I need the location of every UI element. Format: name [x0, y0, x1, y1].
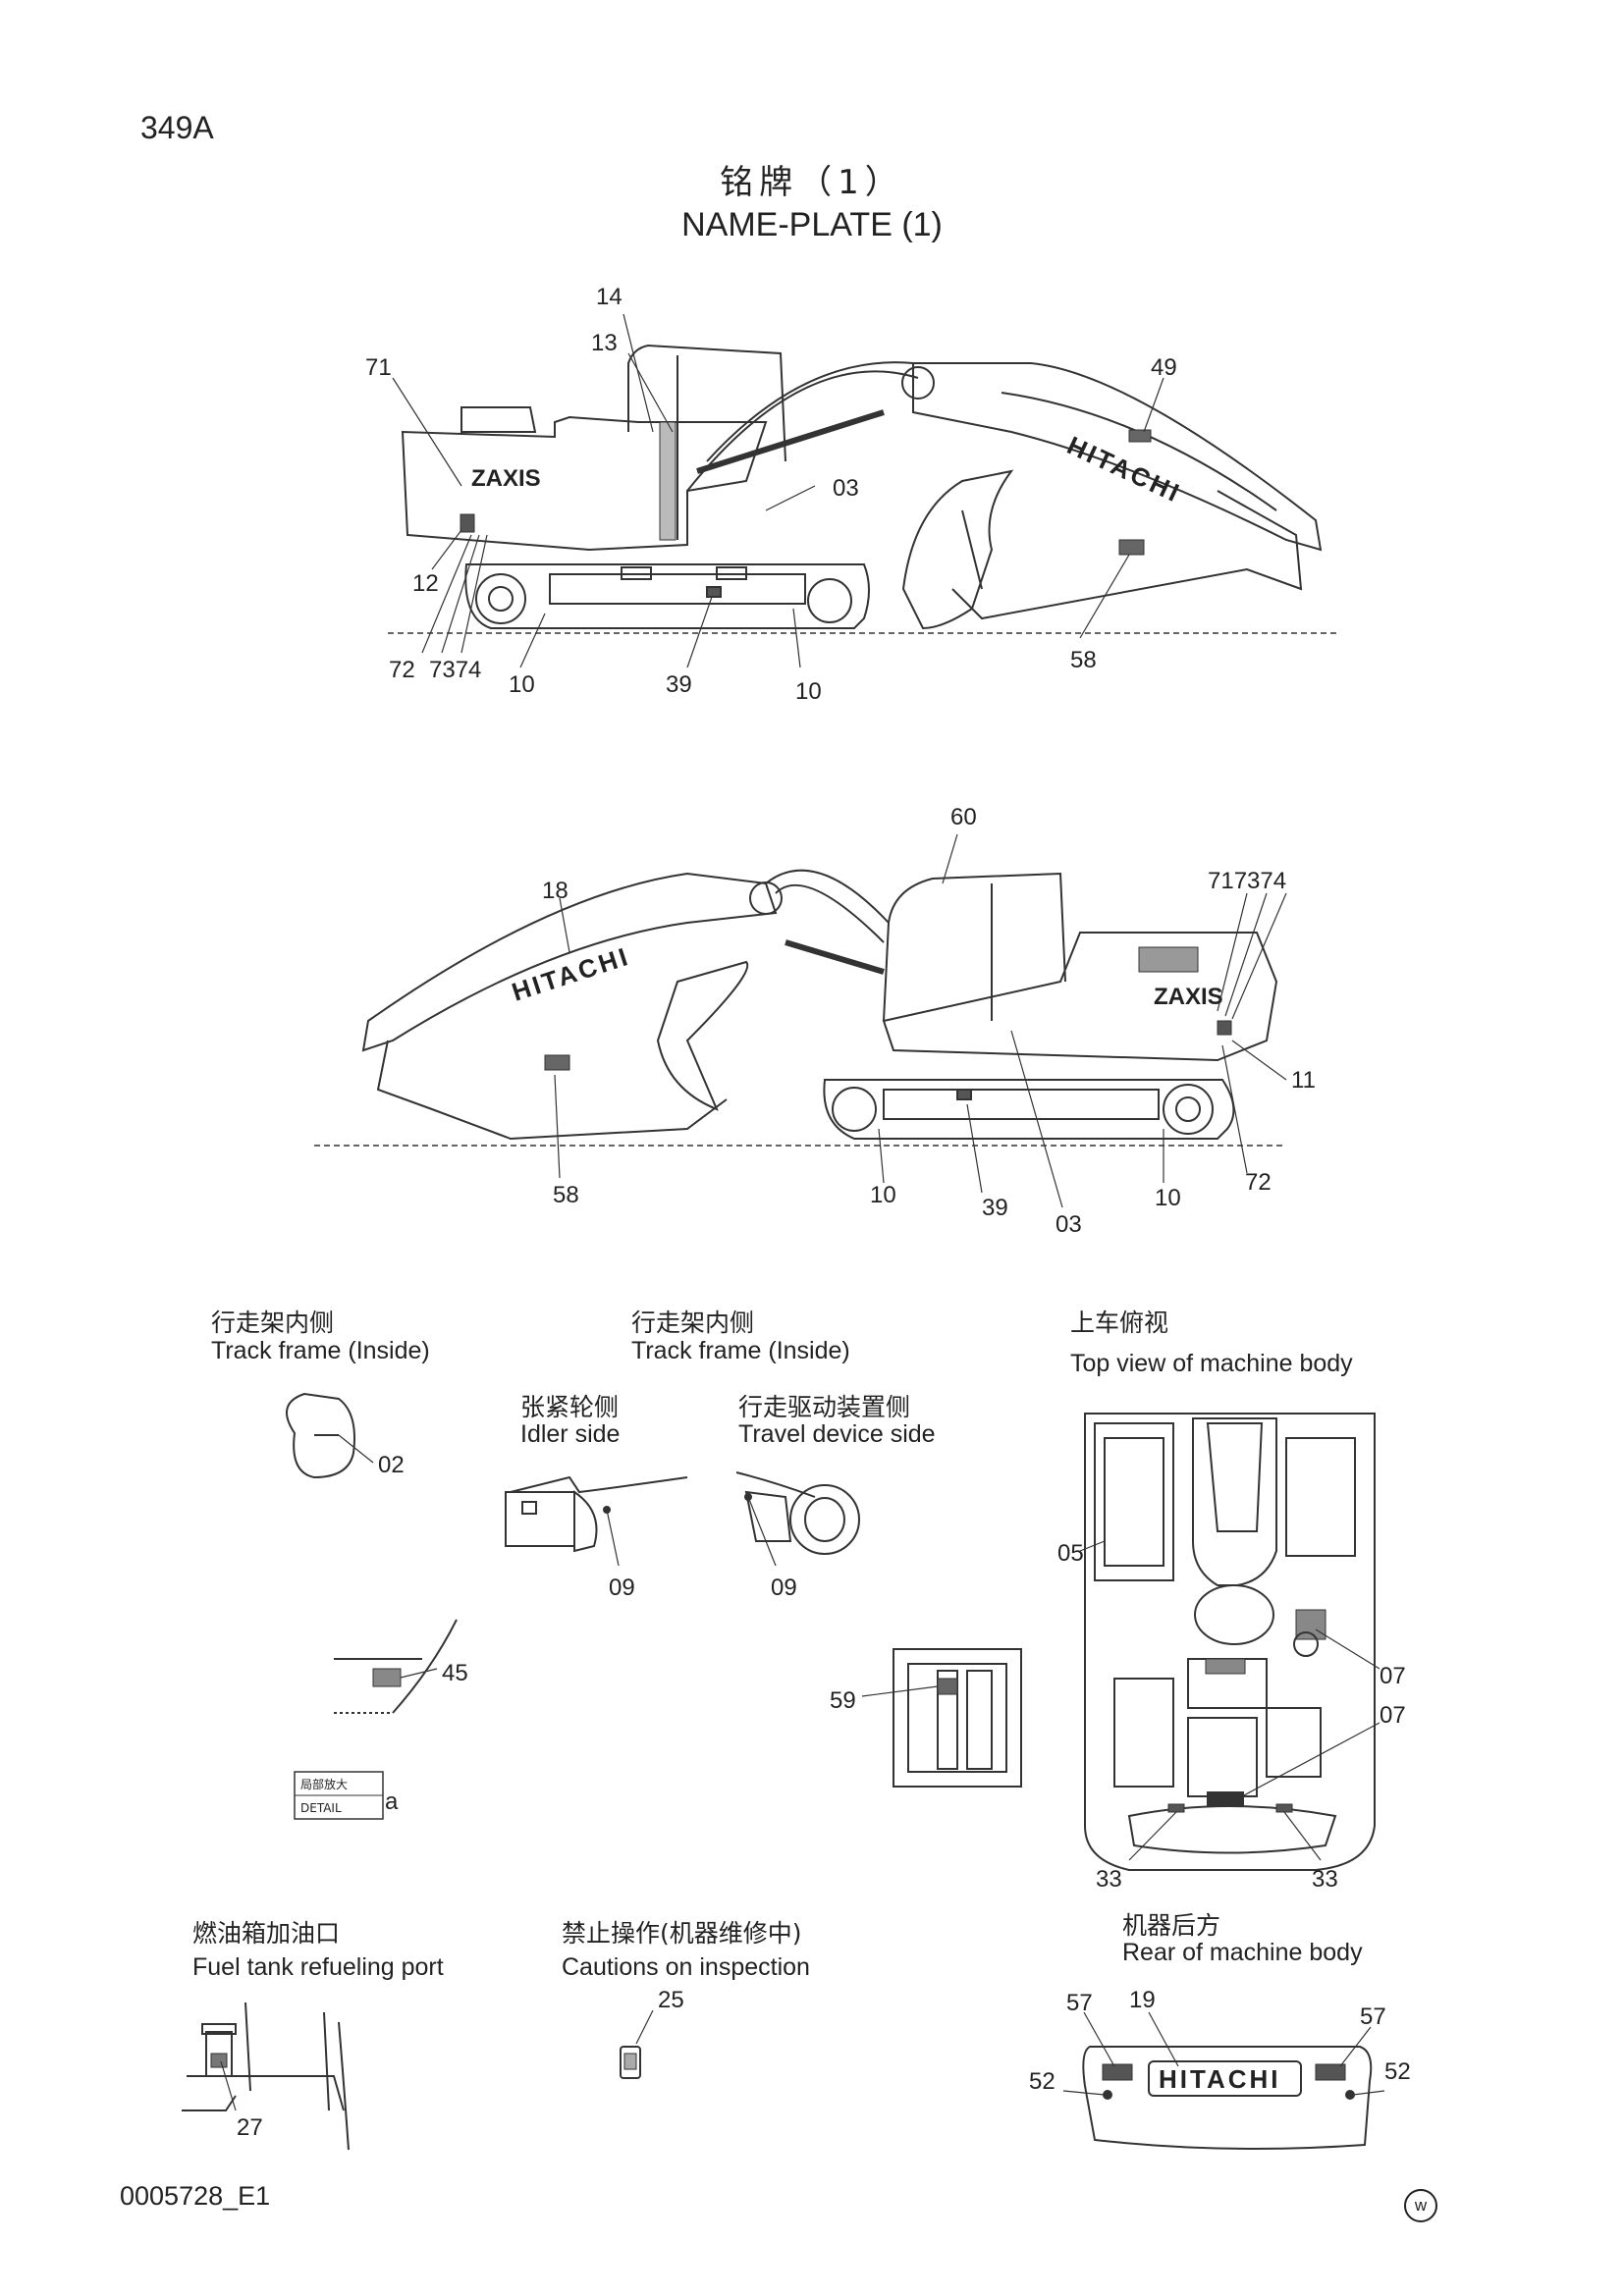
- detail-top-view: [1079, 1413, 1380, 1871]
- callout-09-idler: 09: [609, 1575, 635, 1601]
- callout-10-right: 10: [795, 678, 822, 705]
- rear-body-label: Rear of machine body: [1122, 1939, 1363, 1966]
- excavator-left-side-view: HITACHI ZAXIS: [388, 344, 1340, 634]
- callout-19: 19: [1129, 1987, 1156, 2013]
- callout-59: 59: [830, 1687, 856, 1714]
- callout-49: 49: [1151, 354, 1177, 381]
- idler-side-label: Idler side: [520, 1420, 621, 1448]
- hitachi-logo-rear: HITACHI: [1159, 2064, 1281, 2094]
- detail-fuel-tank: [182, 2002, 350, 2151]
- callout-07-lower: 07: [1380, 1702, 1406, 1729]
- detail-caution-plate: [620, 2009, 654, 2079]
- callout-07-upper: 07: [1380, 1663, 1406, 1689]
- callout-39: 39: [666, 671, 692, 698]
- callout-72: 72: [389, 657, 415, 683]
- callout-25: 25: [658, 1987, 684, 2013]
- callout-13: 13: [591, 330, 618, 356]
- travel-device-side-label-cn: 行走驱动装置侧: [738, 1393, 911, 1421]
- top-view-label: Top view of machine body: [1070, 1350, 1353, 1377]
- callout-71: 71: [365, 354, 392, 381]
- hitachi-logo-boom: HITACHI: [1062, 430, 1186, 508]
- zaxis-badge: ZAXIS: [471, 465, 541, 492]
- callout-09-travel: 09: [771, 1575, 797, 1601]
- top-view-label-cn: 上车俯视: [1070, 1308, 1169, 1337]
- fuel-tank-label: Fuel tank refueling port: [192, 1953, 444, 1981]
- callout-18: 18: [542, 878, 568, 904]
- callout-14: 14: [596, 284, 623, 310]
- callout-39-mid: 39: [982, 1195, 1008, 1221]
- callout-33-right: 33: [1312, 1866, 1338, 1893]
- travel-device-side-label: Travel device side: [738, 1420, 936, 1448]
- callout-57-left: 57: [1066, 1990, 1093, 2016]
- page-title-chinese: 铭牌（1）: [720, 163, 904, 202]
- callout-60: 60: [950, 804, 977, 830]
- callout-11: 11: [1291, 1067, 1316, 1094]
- track-frame-inside-1-label: Track frame (Inside): [211, 1337, 430, 1364]
- idler-side-label-cn: 张紧轮侧: [520, 1393, 620, 1421]
- callout-717374: 717374: [1208, 868, 1286, 894]
- watermark-symbol: w: [1404, 2189, 1437, 2222]
- callout-numbers-details: 02 09 09 05 07 07 45 59 33 33 25 27 57 1…: [237, 1452, 1411, 2141]
- detail-legend-cn: 局部放大: [300, 1777, 348, 1791]
- callout-45: 45: [442, 1660, 468, 1686]
- callout-10-mid-right: 10: [1155, 1185, 1181, 1211]
- detail-legend-en: DETAIL: [300, 1801, 342, 1815]
- callout-leaders-top: [392, 313, 1164, 668]
- document-code: 0005728_E1: [120, 2181, 271, 2211]
- page-number: 349A: [140, 110, 214, 145]
- callout-numbers-top: 14 13 71 49 03 12 72 7374 10 39 10 58: [365, 284, 1177, 705]
- detail-legend-box: 局部放大 DETAIL a: [294, 1771, 399, 1820]
- callout-57-right: 57: [1360, 2003, 1386, 2030]
- callout-numbers-mid: 60 18 717374 11 72 58 10 39 03 10: [542, 804, 1316, 1238]
- track-frame-inside-2-label: Track frame (Inside): [631, 1337, 850, 1364]
- fuel-tank-label-cn: 燃油箱加油口: [192, 1919, 341, 1948]
- detail-track-frame-inside: [286, 1392, 374, 1479]
- detail-rear-body: HITACHI: [1062, 2011, 1385, 2150]
- callout-58: 58: [1070, 647, 1097, 673]
- detail-panel-45: [334, 1619, 458, 1714]
- callout-03-mid: 03: [1056, 1211, 1082, 1238]
- callout-7374: 7374: [429, 657, 481, 683]
- callout-52-left: 52: [1029, 2068, 1056, 2095]
- callout-10-mid-left: 10: [870, 1182, 896, 1208]
- callout-03: 03: [833, 475, 859, 502]
- rear-body-label-cn: 机器后方: [1122, 1911, 1221, 1940]
- excavator-right-side-view: ZAXIS HITACHI: [314, 869, 1286, 1147]
- callout-10-left: 10: [509, 671, 535, 698]
- zaxis-badge-right: ZAXIS: [1154, 984, 1223, 1010]
- track-frame-inside-2-label-cn: 行走架内侧: [631, 1308, 755, 1337]
- detail-panel-59: [861, 1648, 1022, 1788]
- hitachi-logo-boom-right: HITACHI: [509, 941, 634, 1007]
- callout-leaders-mid: [554, 833, 1287, 1208]
- cautions-label-cn: 禁止操作(机器维修中): [562, 1919, 802, 1948]
- detail-travel-device-side: [735, 1471, 860, 1567]
- callout-02: 02: [378, 1452, 405, 1478]
- callout-27: 27: [237, 2114, 263, 2141]
- page-title: NAME-PLATE (1): [681, 206, 943, 243]
- callout-58-mid: 58: [553, 1182, 579, 1208]
- callout-72-mid: 72: [1245, 1169, 1272, 1196]
- callout-05: 05: [1057, 1540, 1084, 1567]
- callout-52-right: 52: [1384, 2058, 1411, 2085]
- callout-12: 12: [412, 570, 439, 597]
- track-frame-inside-1-label-cn: 行走架内侧: [211, 1308, 335, 1337]
- detail-idler-side: [505, 1475, 688, 1567]
- detail-legend-letter: a: [385, 1789, 399, 1815]
- cautions-label: Cautions on inspection: [562, 1953, 810, 1981]
- callout-33-left: 33: [1096, 1866, 1122, 1893]
